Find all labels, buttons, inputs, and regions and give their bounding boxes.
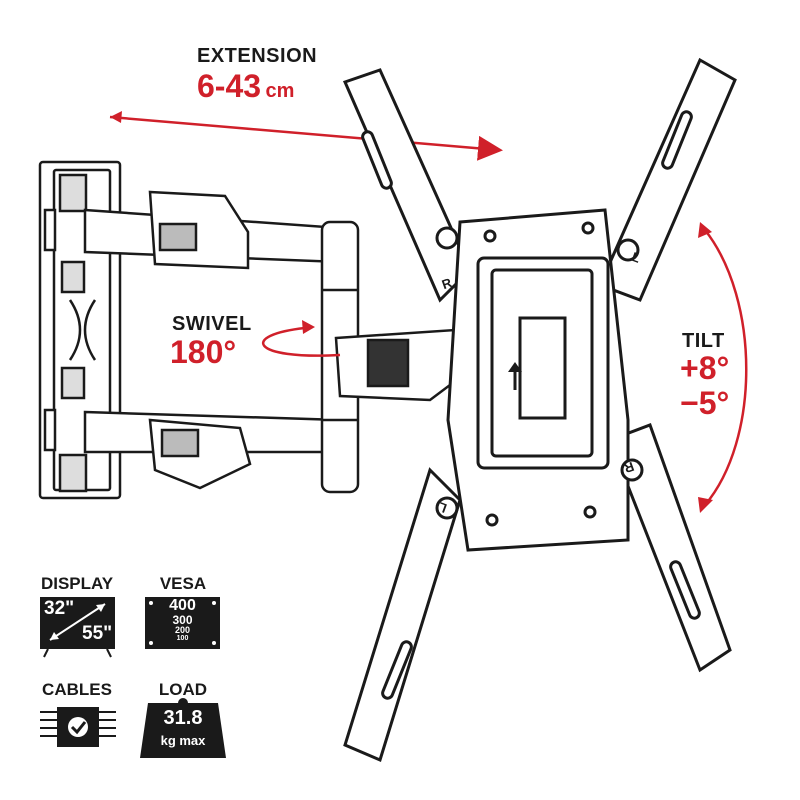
articulating-arms <box>83 190 472 494</box>
vesa-title: VESA <box>159 574 207 593</box>
extension-value-group: 6-43 cm <box>197 68 294 105</box>
extension-value: 6-43 <box>197 68 262 104</box>
wall-plate <box>38 160 122 500</box>
swivel-arrow <box>261 320 341 357</box>
vesa-size-100: 100 <box>176 635 189 642</box>
extension-arrow <box>109 111 503 161</box>
tilt-up: +8° <box>680 350 730 386</box>
vesa-size-300: 300 <box>172 613 193 627</box>
display-title: DISPLAY <box>40 574 114 593</box>
tilt-down: −5° <box>680 385 730 421</box>
vesa-size-400: 400 <box>169 597 196 614</box>
vesa-icon <box>145 597 220 649</box>
extension-unit: cm <box>265 80 295 102</box>
load-title: LOAD <box>158 680 208 699</box>
display-size-icon <box>40 597 115 658</box>
cables-icon <box>40 707 116 747</box>
cables-title: CABLES <box>42 680 112 699</box>
swivel-value: 180° <box>170 334 237 370</box>
load-unit: kg max <box>160 733 206 748</box>
load-value: 31.8 <box>163 707 203 729</box>
swivel-title: SWIVEL <box>172 313 252 335</box>
tv-bracket <box>342 57 737 763</box>
display-max: 55" <box>82 623 113 644</box>
load-weight-icon <box>140 698 226 758</box>
extension-title: EXTENSION <box>197 45 318 67</box>
tilt-arrow <box>698 222 748 513</box>
vesa-size-200: 200 <box>174 625 191 635</box>
vesa-sizes: 400 300 200 100 <box>145 597 220 643</box>
display-min: 32" <box>44 598 75 619</box>
tilt-title: TILT <box>682 330 725 352</box>
